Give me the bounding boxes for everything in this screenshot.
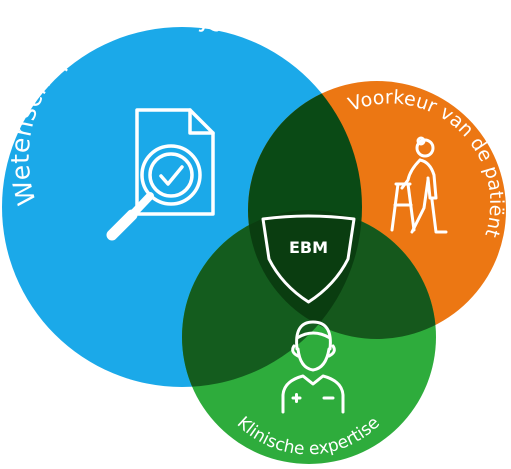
ebm-shield [261,214,356,304]
elderly-person-walker-icon [390,136,448,234]
doctor-avatar-icon [281,320,345,414]
document-magnifier-check-icon [106,108,215,241]
ebm-label: EBM [289,238,328,257]
